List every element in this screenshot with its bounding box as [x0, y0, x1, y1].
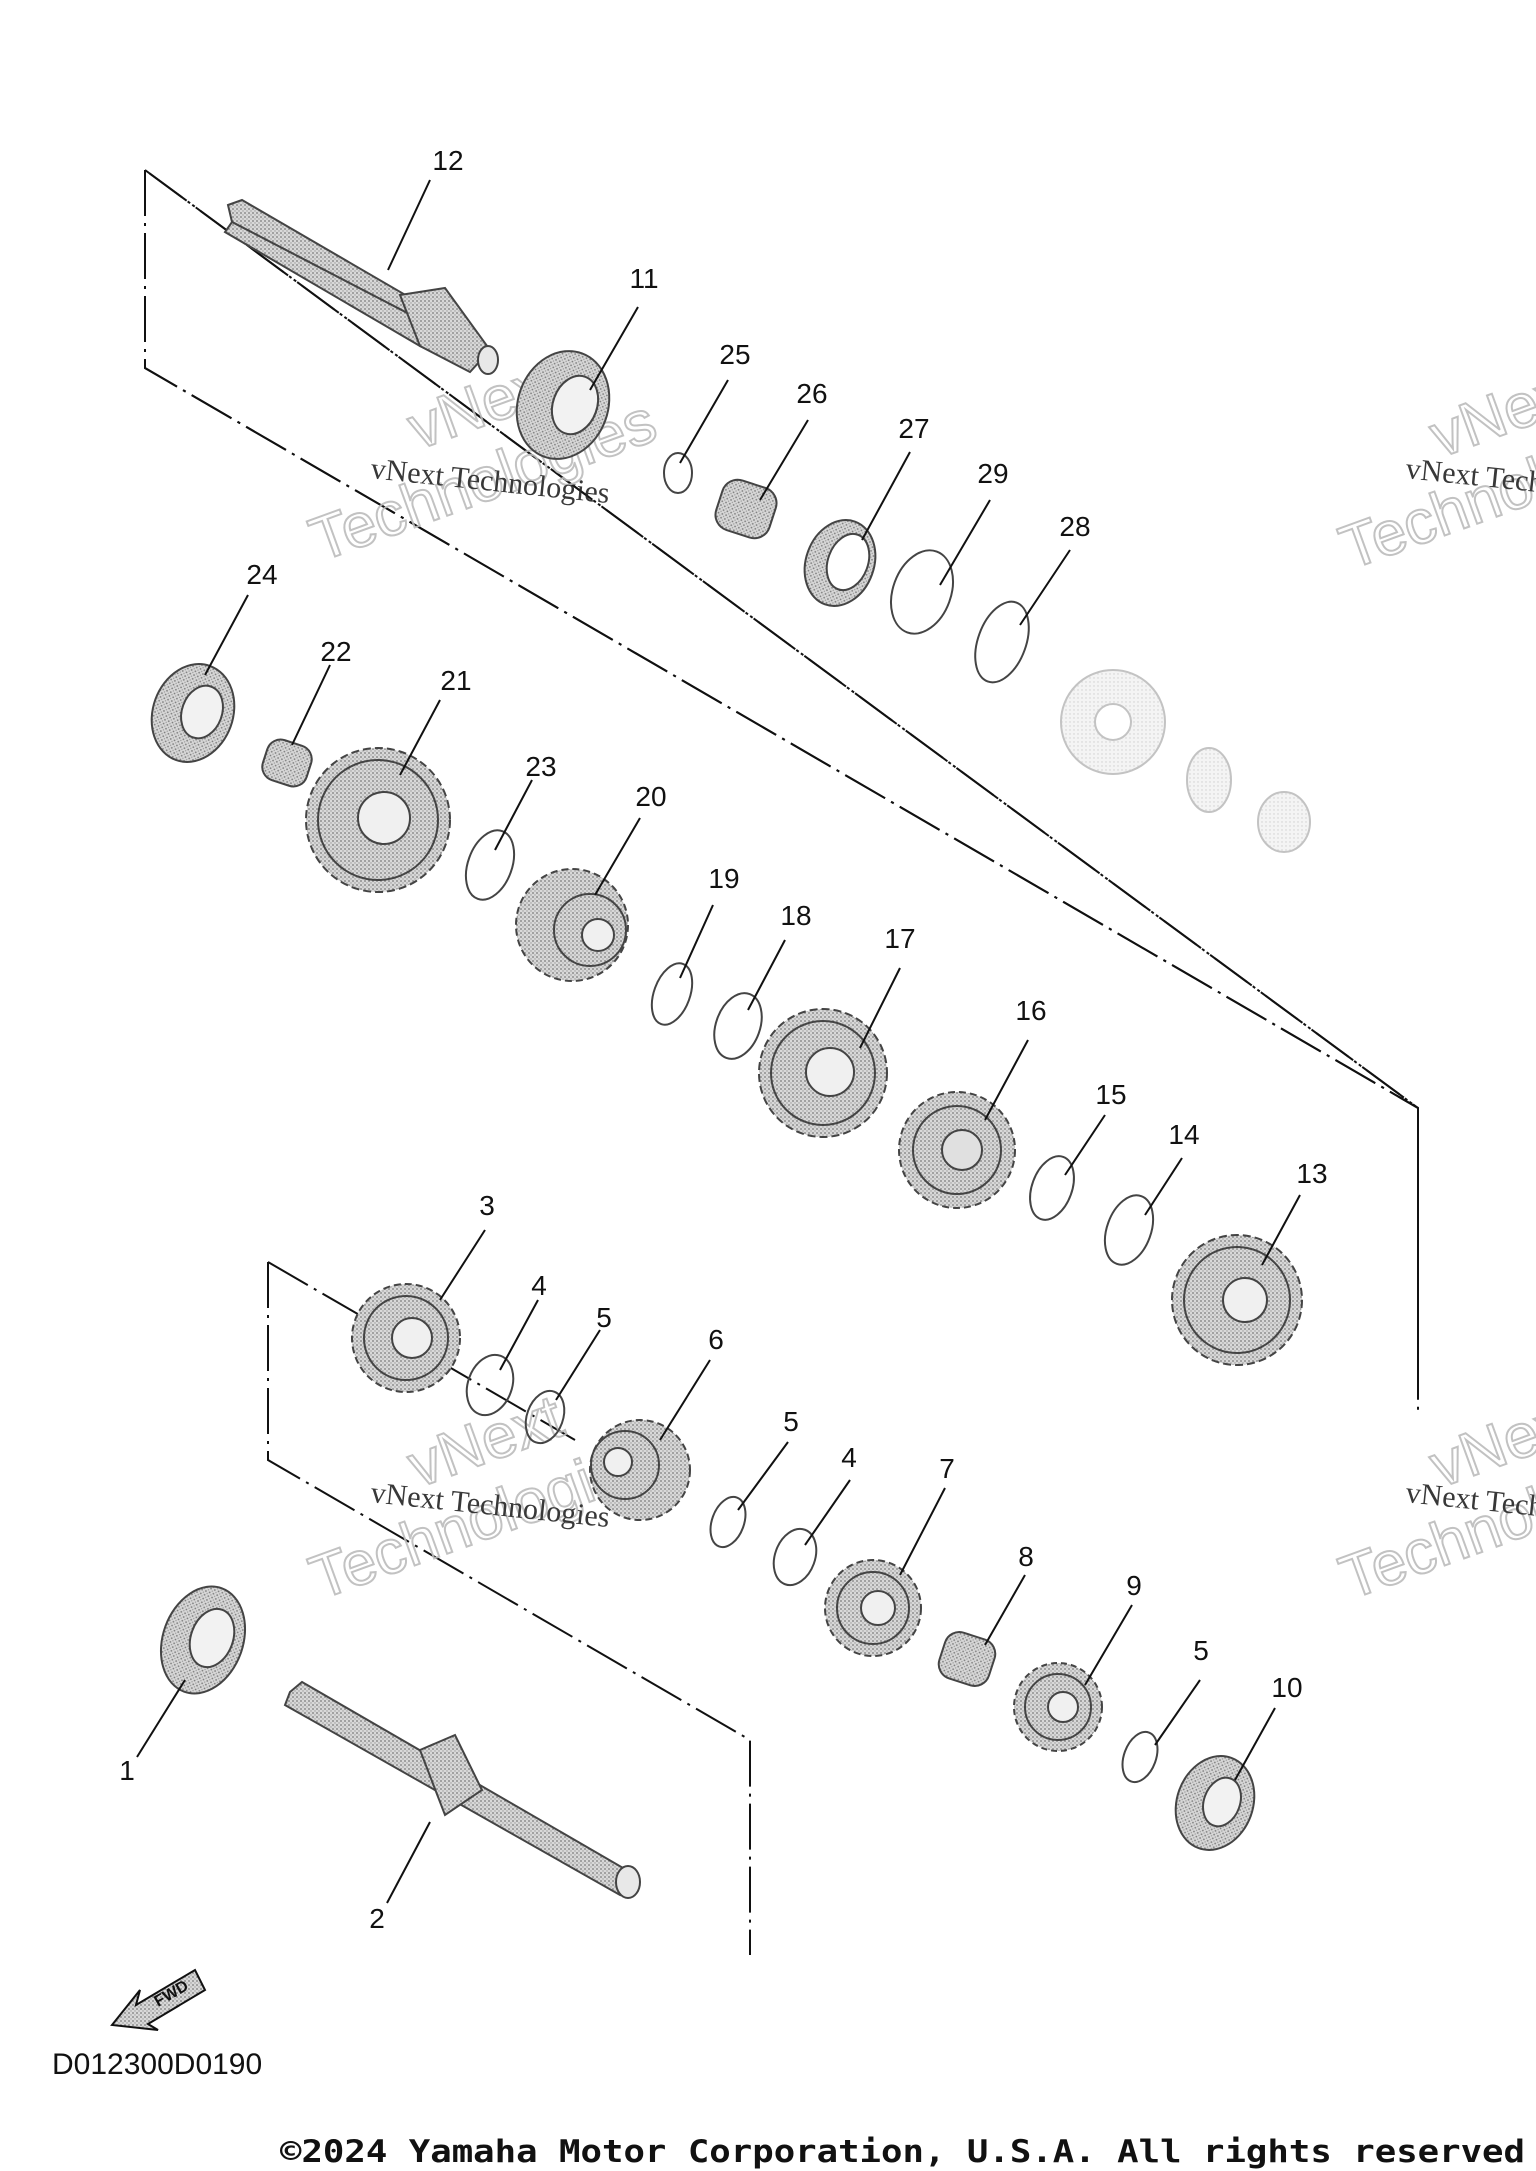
part-20-gear: [515, 868, 629, 982]
sprocket-ghost: [1060, 669, 1311, 853]
part-18-washer: [713, 992, 763, 1060]
part-27-oil-seal: [803, 519, 877, 607]
part-16-gear: [898, 1091, 1016, 1209]
diagram-code: D012300D0190: [52, 2048, 262, 2081]
part-12-main-axle: [223, 198, 499, 375]
callout-15: 15: [1095, 1079, 1126, 1110]
part-15-circlip: [1029, 1155, 1075, 1221]
part-22-collar: [261, 738, 313, 788]
callout-1: 1: [119, 1755, 135, 1786]
callout-26: 26: [796, 378, 827, 409]
callout-29: 29: [977, 458, 1008, 489]
part-25-circlip: [663, 452, 693, 494]
part-5-circlip-b: [709, 1495, 747, 1549]
part-19-circlip: [650, 962, 694, 1026]
callout-12: 12: [432, 145, 463, 176]
callouts: 12 11 25 26 27 29 28 24 22 21 23 20 19 1…: [119, 145, 1327, 1934]
part-3-gear: [351, 1283, 461, 1393]
callout-5a: 5: [596, 1302, 612, 1333]
part-8-collar: [937, 1631, 997, 1687]
callout-16: 16: [1015, 995, 1046, 1026]
part-4-washer-b: [772, 1527, 818, 1587]
callout-11: 11: [629, 263, 658, 294]
callout-17: 17: [884, 923, 915, 954]
callout-22: 22: [320, 636, 351, 667]
part-7-gear: [824, 1559, 922, 1657]
callout-25: 25: [719, 339, 750, 370]
callout-14: 14: [1168, 1119, 1199, 1150]
drive-axle-frame-top: [267, 1261, 576, 1441]
callout-24: 24: [246, 559, 277, 590]
callout-13: 13: [1296, 1158, 1327, 1189]
part-6-gear: [589, 1419, 691, 1521]
part-4-washer-a: [465, 1353, 515, 1417]
part-11-bearing: [515, 350, 611, 460]
part-26-collar: [714, 478, 778, 540]
callout-5b: 5: [783, 1406, 799, 1437]
part-5-circlip-c: [1121, 1730, 1159, 1784]
callout-8: 8: [1018, 1541, 1034, 1572]
callout-19: 19: [708, 863, 739, 894]
part-10-bearing: [1174, 1755, 1256, 1851]
callout-23: 23: [525, 751, 556, 782]
callout-7: 7: [939, 1453, 955, 1484]
callout-9: 9: [1126, 1570, 1142, 1601]
callout-21: 21: [440, 665, 471, 696]
callout-20: 20: [635, 781, 666, 812]
part-21-gear: [305, 747, 451, 893]
part-5-circlip-a: [524, 1389, 566, 1445]
part-24-bearing: [150, 663, 236, 763]
callout-2: 2: [369, 1903, 385, 1934]
part-1-bearing: [159, 1585, 247, 1695]
copyright-text: ©2024 Yamaha Motor Corporation, U.S.A. A…: [280, 2134, 1525, 2170]
main-axle-frame-bottom: [144, 170, 1419, 1109]
callout-6: 6: [708, 1324, 724, 1355]
part-2-drive-axle: [283, 1680, 641, 1899]
callout-3: 3: [479, 1190, 495, 1221]
part-14-washer: [1103, 1194, 1155, 1266]
fwd-arrow: FWD: [110, 1968, 207, 2031]
callout-4a: 4: [531, 1270, 547, 1301]
part-17-gear: [758, 1008, 888, 1138]
part-29-o-ring: [890, 549, 954, 635]
leader-lines: [136, 179, 1301, 1904]
drive-axle-group-frame: [267, 1262, 751, 1955]
watermark: vNext Technologies vNext Technologies vN…: [300, 343, 1536, 1614]
callout-27: 27: [898, 413, 929, 444]
callout-5c: 5: [1193, 1635, 1209, 1666]
part-13-gear: [1171, 1234, 1303, 1366]
part-23-washer: [464, 829, 516, 901]
callout-10: 10: [1271, 1672, 1302, 1703]
callout-4b: 4: [841, 1442, 857, 1473]
part-28-circlip: [974, 600, 1030, 684]
callout-18: 18: [780, 900, 811, 931]
callout-28: 28: [1059, 511, 1090, 542]
part-9-gear: [1013, 1662, 1103, 1752]
